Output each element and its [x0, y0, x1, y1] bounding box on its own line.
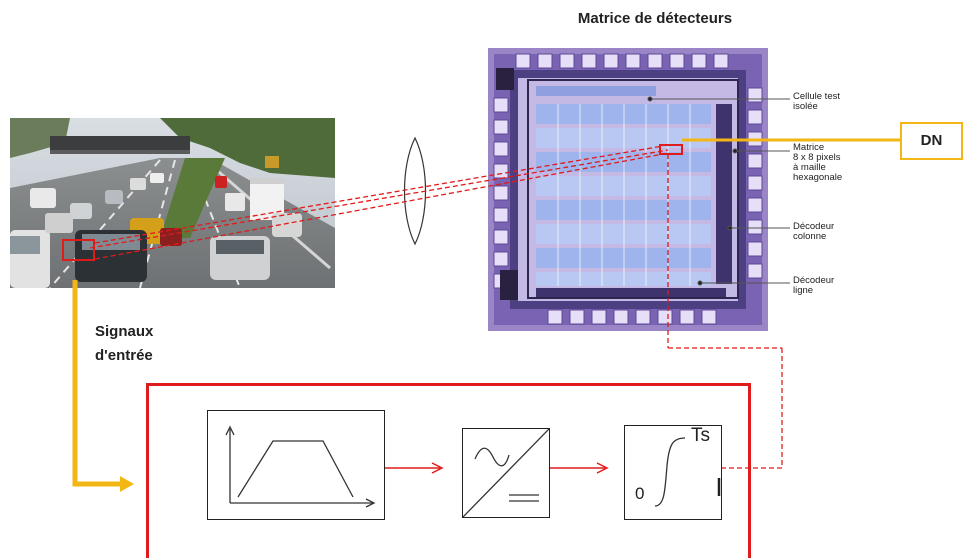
lens-icon [403, 136, 427, 246]
input-signals-label: Signaux d'entrée [95, 323, 154, 364]
label-test-cell: Cellule test isolée [793, 91, 840, 112]
step-function-icon [654, 437, 721, 507]
trapezoid-signal-block [207, 410, 385, 520]
chip-annotation-leaders [647, 96, 790, 286]
detector-matrix-title: Matrice de détecteurs [577, 10, 733, 27]
zero-label: 0 [635, 484, 645, 503]
adc-icon [462, 428, 550, 518]
target-region-marker [62, 239, 95, 261]
trapezoid-pulse-icon [225, 425, 376, 508]
label-column-decoder: Décodeur colonne [793, 221, 835, 242]
label-pixel-matrix: Matrice 8 x 8 pixels à maille hexagonale [793, 142, 843, 183]
threshold-step-block: Ts 0 [624, 425, 722, 520]
analog-digital-converter-block [462, 428, 550, 518]
dn-output-box: DN [900, 122, 963, 160]
highway-photo [10, 118, 335, 288]
ts-label: Ts [691, 425, 710, 446]
processing-chain-frame [146, 383, 751, 558]
label-row-decoder: Décodeur ligne [793, 275, 835, 296]
